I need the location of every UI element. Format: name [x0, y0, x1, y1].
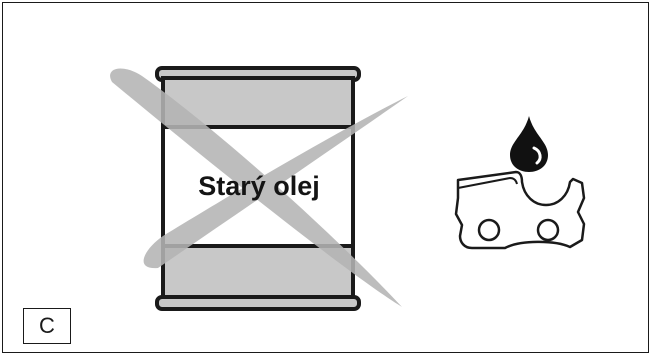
chain-rivet-left — [479, 220, 499, 240]
drum-bottom-band — [163, 246, 353, 298]
chain-link-icon — [456, 172, 584, 248]
chain-link-outline — [456, 172, 584, 248]
panel-letter: C — [23, 308, 71, 344]
oil-drop-shape — [510, 116, 548, 172]
drum-bottom-rim — [157, 297, 359, 309]
drum-label: Starý olej — [164, 166, 354, 206]
chain-rivet-right — [538, 220, 558, 240]
oil-drop-icon — [510, 116, 548, 172]
